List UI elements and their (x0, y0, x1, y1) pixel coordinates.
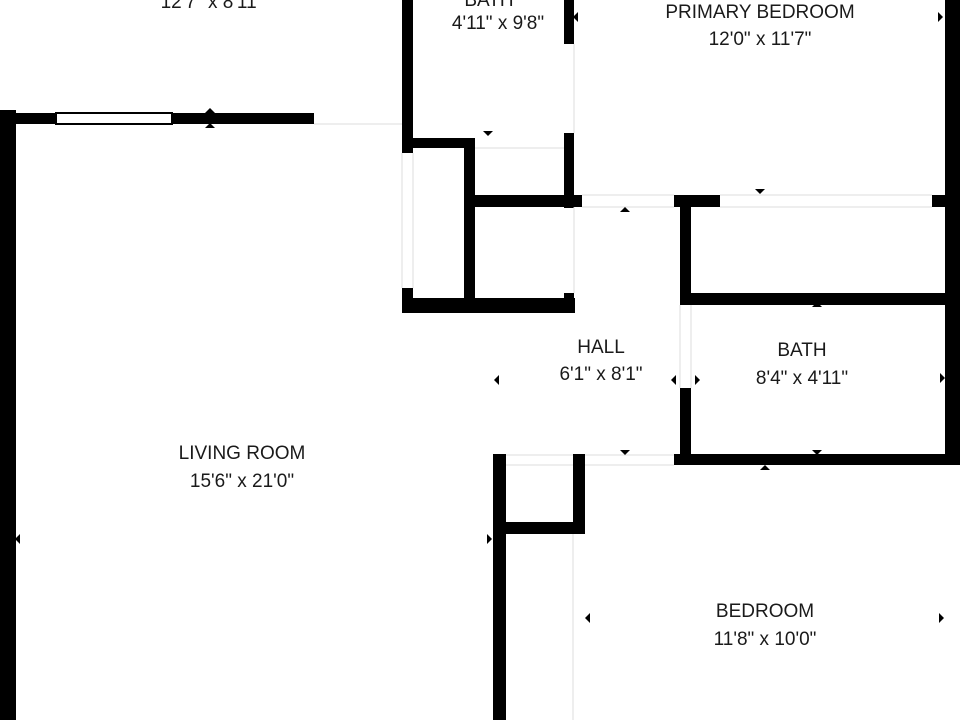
arrow-marker (585, 613, 590, 623)
wall-closet2-left (680, 195, 691, 305)
hall-dims: 6'1" x 8'1" (559, 364, 642, 385)
wall-bath-top-left (402, 0, 413, 153)
direction-markers (15, 12, 945, 623)
arrow-marker (620, 450, 630, 455)
wall-bedroom-top (674, 454, 960, 465)
arrow-marker (487, 534, 492, 544)
arrow-marker (671, 375, 676, 385)
living-room-name: LIVING ROOM (179, 443, 306, 464)
wall-bedroom-closet-shelf (500, 522, 585, 534)
bath-top-dims: 4'11" x 9'8" (452, 13, 544, 34)
bath2-dims: 8'4" x 4'11" (756, 368, 848, 389)
wall-bath2-left (680, 388, 691, 465)
arrow-marker (939, 613, 944, 623)
primary-bedroom-dims: 12'0" x 11'7" (709, 29, 812, 50)
opening-hall-bath2 (679, 305, 692, 388)
wall-closet-right-lower (564, 293, 574, 313)
opening-hall-bedroom (506, 454, 674, 466)
bath2-name: BATH (777, 340, 826, 361)
opening-closet-living (401, 153, 414, 288)
wall-closet-mid (464, 138, 475, 313)
wall-dining-living-right (172, 113, 314, 124)
arrow-marker (15, 534, 20, 544)
wall-bath-top-right-lower (564, 133, 574, 208)
arrow-marker (205, 123, 215, 128)
openings (314, 44, 932, 720)
exterior-wall-right (945, 0, 960, 465)
bath-top-name: BATH (464, 0, 513, 11)
wall-dining-living-left (16, 113, 56, 124)
wall-bedroom-closet-left (493, 455, 506, 720)
arrow-marker (938, 12, 943, 22)
wall-bedroom-closet-right (573, 454, 585, 534)
wall-closet-divider (475, 195, 575, 207)
arrow-marker (483, 131, 493, 136)
exterior-wall-left (0, 110, 16, 720)
arrow-marker (205, 108, 215, 113)
arrow-marker (695, 375, 700, 385)
arrow-marker (573, 12, 578, 22)
bedroom-name: BEDROOM (716, 601, 814, 622)
wall-closet2-bottom (680, 293, 960, 305)
bedroom-dims: 11'8" x 10'0" (714, 629, 817, 650)
arrow-marker (755, 189, 765, 194)
wall-bath-top-right-upper (564, 0, 574, 44)
room-labels: 12'7" x 8'11" BATH 4'11" x 9'8" PRIMARY … (161, 0, 855, 650)
living-room-dims: 15'6" x 21'0" (190, 471, 294, 492)
opening-hall-top (582, 194, 674, 208)
opening-primary-door (720, 194, 932, 208)
wall-closet-bottom (402, 298, 575, 313)
hall-name: HALL (577, 337, 625, 358)
arrow-marker (812, 302, 822, 307)
dining-dims: 12'7" x 8'11" (161, 0, 264, 13)
wall-closet-top (413, 138, 475, 148)
arrow-marker (494, 375, 499, 385)
arrow-marker (760, 465, 770, 470)
arrow-marker (620, 207, 630, 212)
arrow-marker (812, 450, 822, 455)
window (55, 112, 173, 125)
arrow-marker (940, 373, 945, 383)
wall-bedroom-closet-stub (493, 454, 506, 465)
primary-bedroom-name: PRIMARY BEDROOM (665, 2, 854, 23)
wall-primary-left-stub (574, 195, 582, 207)
